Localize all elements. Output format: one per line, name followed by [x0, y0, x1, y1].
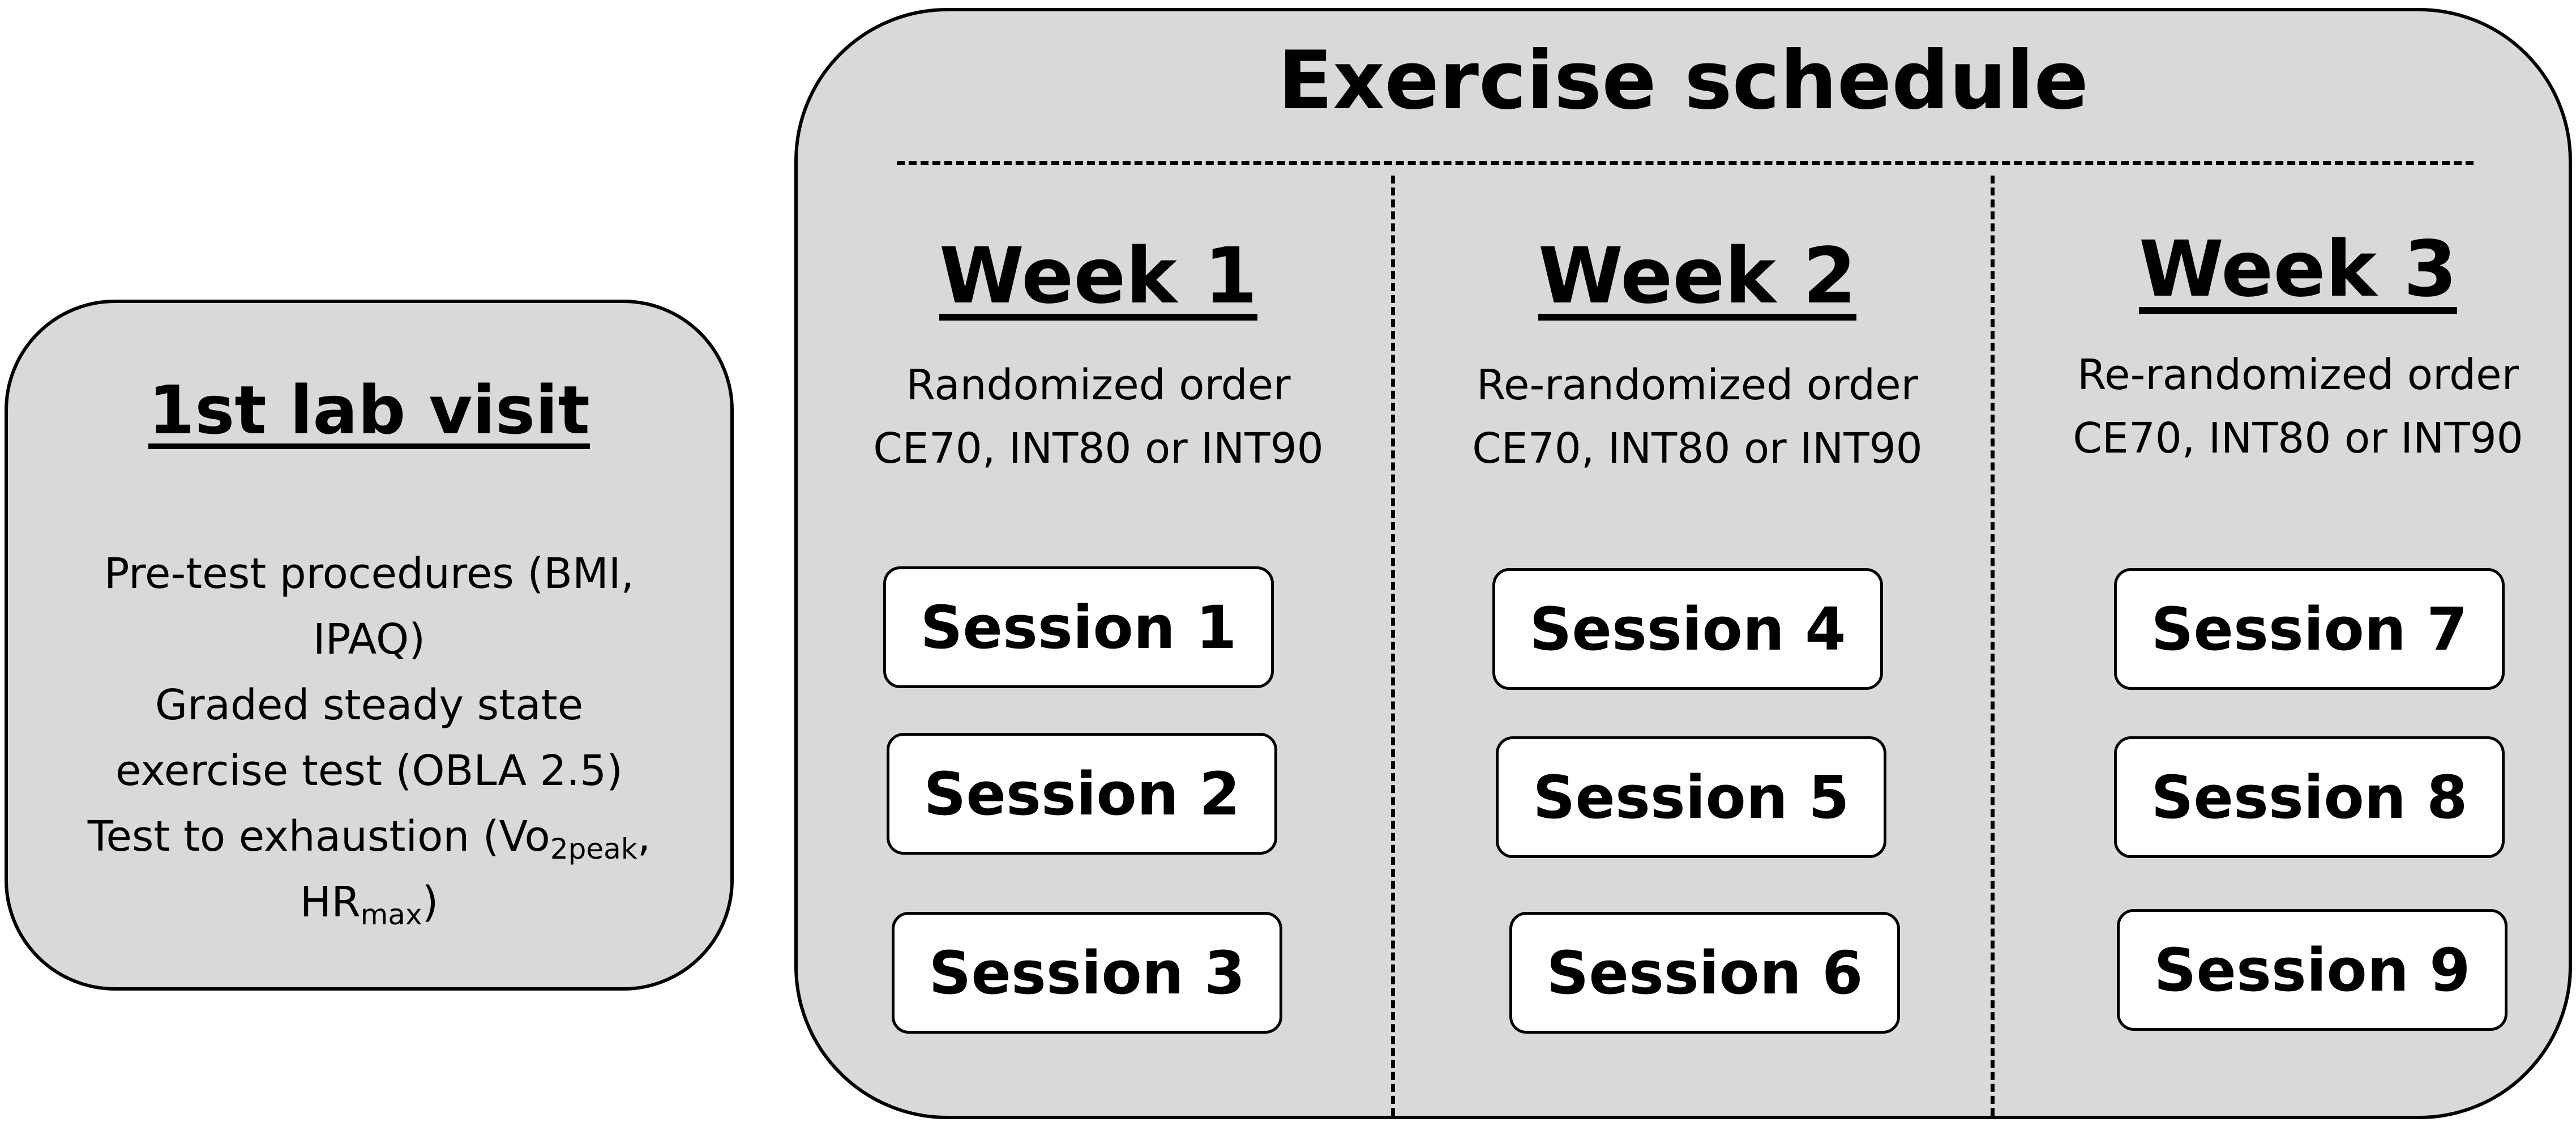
week-2-description: Re-randomized order CE70, INT80 or INT90	[1397, 353, 1997, 480]
session-3-box: Session 3	[892, 912, 1282, 1034]
week-1-order: Randomized order	[906, 361, 1291, 409]
lab-visit-line-5: Test to exhaustion (Vo2peak,	[31, 804, 708, 869]
vo2peak-punct: ,	[637, 812, 651, 861]
week-1-title: Week 1	[939, 232, 1258, 321]
week-1-description: Randomized order CE70, INT80 or INT90	[798, 353, 1398, 480]
session-1-box: Session 1	[883, 566, 1274, 688]
week-2-order: Re-randomized order	[1476, 361, 1919, 409]
session-6-box: Session 6	[1509, 912, 1900, 1034]
hrmax-text: HR	[299, 878, 361, 927]
week-3-description: Re-randomized order CE70, INT80 or INT90	[1998, 343, 2576, 470]
session-9-box: Session 9	[2117, 909, 2507, 1031]
session-4-box: Session 4	[1492, 568, 1883, 690]
lab-visit-line-2: IPAQ)	[313, 615, 426, 664]
hrmax-subscript: max	[360, 898, 422, 931]
lab-visit-line-1: Pre-test procedures (BMI,	[104, 549, 635, 598]
vo2peak-text: Test to exhaustion (Vo	[87, 812, 550, 861]
week-2-title: Week 2	[1538, 232, 1857, 321]
week-3-column: Week 3 Re-randomized order CE70, INT80 o…	[1998, 231, 2576, 470]
session-5-box: Session 5	[1496, 736, 1886, 858]
lab-visit-description: Pre-test procedures (BMI, IPAQ) Graded s…	[31, 541, 708, 935]
week-3-conditions: CE70, INT80 or INT90	[2073, 414, 2523, 463]
week-3-order: Re-randomized order	[2077, 351, 2519, 399]
lab-visit-line-6: HRmax)	[31, 869, 708, 935]
lab-visit-line-4: exercise test (OBLA 2.5)	[115, 746, 623, 795]
header-divider	[897, 161, 2474, 165]
lab-visit-line-3: Graded steady state	[155, 681, 584, 729]
week-divider-2	[1991, 176, 1995, 1116]
week-divider-1	[1391, 176, 1395, 1116]
week-1-conditions: CE70, INT80 or INT90	[873, 424, 1324, 473]
session-7-box: Session 7	[2114, 568, 2505, 690]
hrmax-punct: )	[422, 878, 439, 927]
lab-visit-box: 1st lab visit Pre-test procedures (BMI, …	[5, 300, 734, 991]
week-3-title: Week 3	[2138, 225, 2458, 314]
week-1-column: Week 1 Randomized order CE70, INT80 or I…	[798, 238, 1398, 480]
exercise-schedule-title: Exercise schedule	[1278, 34, 2089, 127]
week-2-conditions: CE70, INT80 or INT90	[1472, 424, 1923, 473]
session-2-box: Session 2	[887, 733, 1277, 855]
exercise-schedule-box: Exercise schedule Week 1 Randomized orde…	[794, 8, 2572, 1119]
week-2-column: Week 2 Re-randomized order CE70, INT80 o…	[1397, 238, 1997, 480]
lab-visit-title: 1st lab visit	[148, 371, 590, 449]
vo2peak-subscript: 2peak	[550, 833, 637, 865]
session-8-box: Session 8	[2114, 736, 2505, 858]
